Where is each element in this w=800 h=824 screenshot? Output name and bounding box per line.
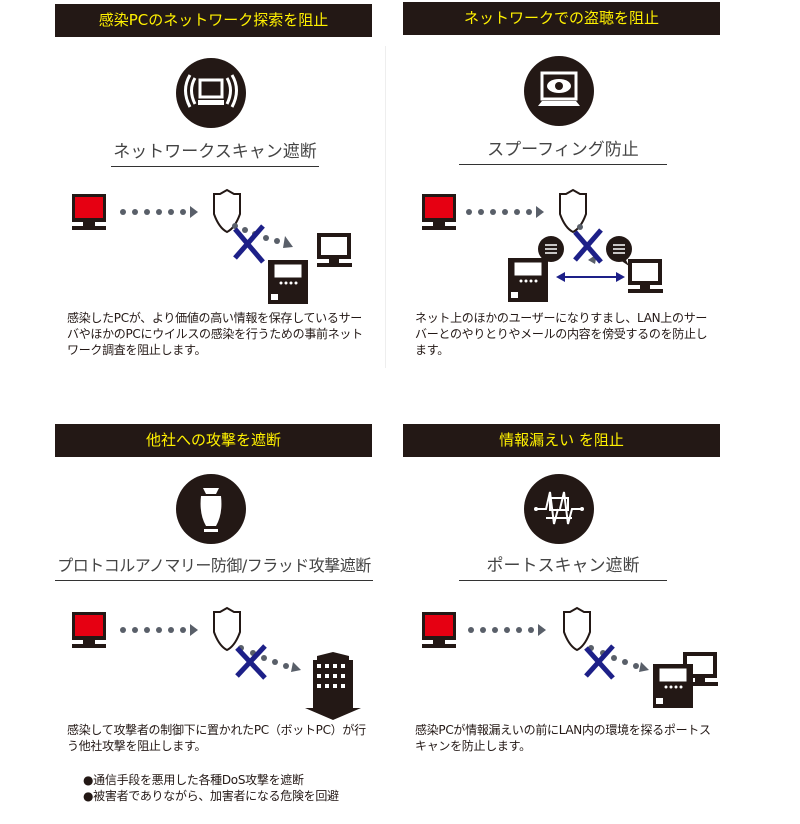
eye-monitor-icon [524, 56, 594, 126]
panel-description: 感染PCが情報漏えいの前にLAN内の環境を探るポートスキャンを防止します。 [415, 723, 711, 753]
panel-description: ネット上のほかのユーザーになりすまし、LAN上のサーバーとのやりとりやメールの内… [415, 311, 708, 357]
block-x-icon [233, 224, 265, 264]
network-scan-icon [176, 58, 246, 128]
bullet-list: ●通信手段を悪用した各種DoS攻撃を遮断 ●被害者でありながら、加害者になる危険… [83, 772, 363, 804]
panel-spoofing: ネットワークでの盗聴を阻止 スプーフィング防止 ネット上のほかのユーザーになりす… [403, 2, 721, 402]
building-icon [305, 652, 361, 720]
dotted-arrow [120, 206, 198, 218]
port-scan-diagram [422, 606, 718, 708]
shield-icon [213, 188, 241, 234]
panel-description: 感染して攻撃者の制御下に置かれたPC（ボットPC）が行う他社攻撃を阻止します。 [67, 723, 366, 753]
bomb-icon [176, 474, 246, 544]
bidirectional-arrow [556, 272, 625, 282]
bullet-item: ●被害者でありながら、加害者になる危険を回避 [83, 789, 339, 803]
panel-network-scan: 感染PCのネットワーク探索を阻止 ネットワークスキャン遮断 感染したPCが、より… [55, 4, 373, 404]
divider [385, 46, 386, 368]
port-scan-icon [524, 474, 594, 544]
pc-icon [317, 233, 352, 267]
panel-header: 感染PCのネットワーク探索を阻止 [55, 4, 372, 37]
panel-dos-block: 他社への攻撃を遮断 プロトコルアノマリー防御/フラッド攻撃遮断 感染して攻撃者の… [55, 424, 373, 824]
panel-header: 他社への攻撃を遮断 [55, 424, 372, 457]
dos-block-diagram [72, 606, 361, 720]
panel-description: 感染したPCが、より価値の高い情報を保存しているサーバやほかのPCにウイルスの感… [67, 311, 363, 357]
network-scan-diagram [72, 188, 352, 304]
panel-subtitle: プロトコルアノマリー防御/フラッド攻撃遮断 [55, 552, 373, 581]
panel-port-scan: 情報漏えい を阻止 ポートスキャン遮断 感染PCが情報漏えいの前にLAN内の環境… [403, 424, 721, 824]
infected-pc-icon [72, 194, 106, 230]
panel-subtitle: ネットワークスキャン遮断 [111, 138, 319, 167]
panel-subtitle: スプーフィング防止 [459, 136, 667, 165]
panel-subtitle: ポートスキャン遮断 [459, 552, 667, 581]
panel-header: 情報漏えい を阻止 [403, 424, 720, 457]
server-icon [268, 260, 308, 304]
panel-header: ネットワークでの盗聴を阻止 [403, 2, 720, 35]
spoofing-diagram [422, 188, 663, 302]
bullet-item: ●通信手段を悪用した各種DoS攻撃を遮断 [83, 773, 304, 787]
